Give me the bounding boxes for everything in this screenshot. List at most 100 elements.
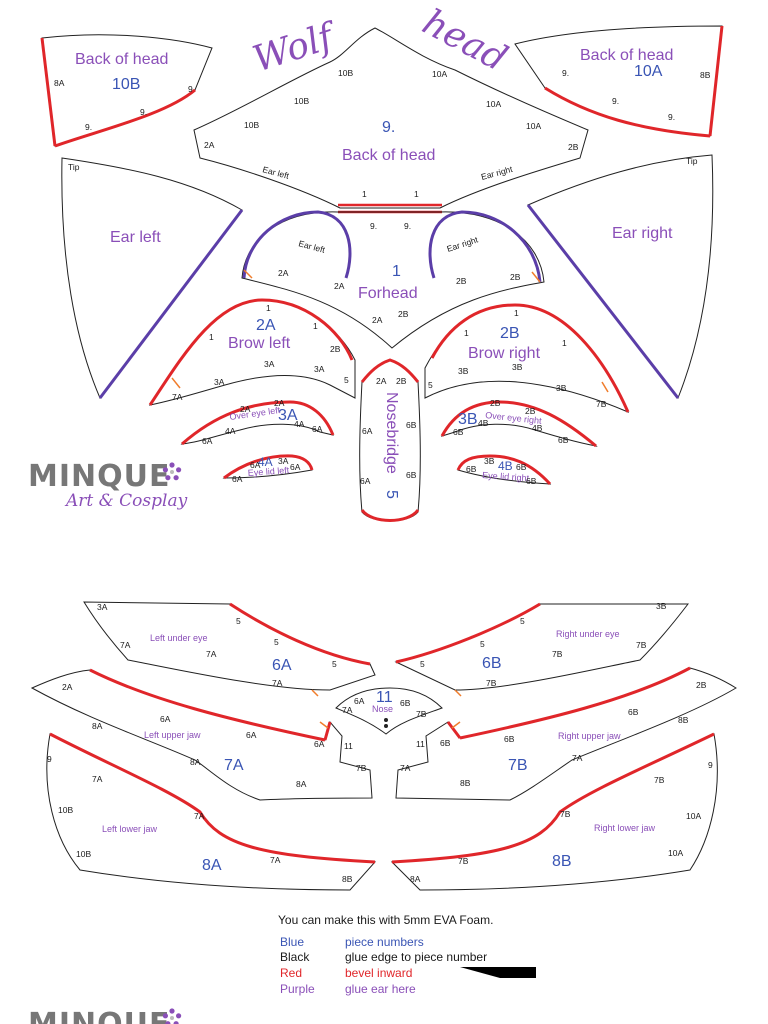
edge-label: 2B: [490, 398, 501, 408]
piece-upper-jaw-left: 2A 8A 6A 6A 6A Left upper jaw 11 7A 8A 8…: [30, 668, 373, 801]
piece-name: Forhead: [358, 285, 418, 302]
edge-label: 6B: [400, 698, 411, 708]
piece-upper-jaw-right: 2B 8B 6B 6B 6B Right upper jaw 11 7A 7B …: [395, 666, 737, 801]
edge-label: 6B: [466, 464, 477, 474]
piece-eyelid-right: 3B 4B 6B 6B Eye lid right 6B: [456, 454, 552, 486]
piece-number: 2A: [256, 317, 276, 334]
edge-label: 5: [420, 659, 425, 669]
edge-label: 1: [514, 308, 519, 318]
edge-label: 1: [362, 189, 367, 199]
edge-label: 3A: [264, 359, 275, 369]
edge-label: Tip: [686, 156, 698, 166]
edge-label: 3B: [556, 383, 567, 393]
edge-label: 3B: [512, 362, 523, 372]
piece-name: Right under eye: [556, 629, 620, 639]
edge-label: 7A: [572, 753, 583, 763]
edge-label: 7B: [596, 399, 607, 409]
piece-over-eye-left: 2A 2A Over eye left 3A 4A 4A 6A 6A: [180, 398, 335, 446]
piece-ear-left: Tip Ear left: [61, 157, 244, 399]
edge-label: 6A: [160, 714, 171, 724]
legend-key-blue: Blue: [280, 935, 304, 949]
piece-number: 7B: [508, 757, 528, 774]
piece-number: 2B: [500, 325, 520, 342]
edge-label: Ear right: [480, 164, 514, 182]
piece-number: 4A: [258, 455, 273, 469]
edge-label: 7B: [654, 775, 665, 785]
edge-label: 1: [266, 303, 271, 313]
logo-tagline: Art & Cosplay: [64, 491, 188, 511]
legend-value-red: bevel inward: [345, 966, 412, 980]
piece-back-of-head-left: Back of head 10B 8A 9 9. 9.: [40, 34, 213, 148]
flower-icon: [162, 462, 182, 481]
edge-label: 4A: [294, 419, 305, 429]
piece-eyelid-left: 4A 3A 6A 6A Eye lid left 6A: [222, 454, 314, 484]
legend-value-purple: glue ear here: [345, 982, 416, 996]
edge-label: 1: [464, 328, 469, 338]
edge-label: 2B: [396, 376, 407, 386]
edge-label: 1: [414, 189, 419, 199]
edge-label: 2B: [456, 276, 467, 286]
piece-name: Back of head: [580, 47, 673, 64]
title-head: head: [416, 2, 514, 80]
edge-label: 10A: [432, 69, 447, 79]
piece-under-eye-left: 3A 5 Left under eye 5 5 7A 7A 6A 7A: [83, 601, 376, 697]
edge-label: 8B: [700, 70, 711, 80]
edge-label: 6A: [314, 739, 325, 749]
edge-label: 2A: [372, 315, 383, 325]
edge-label: 11: [344, 741, 353, 751]
edge-label: 10B: [338, 68, 353, 78]
instructions-text: You can make this with 5mm EVA Foam.: [278, 913, 493, 927]
instructions: You can make this with 5mm EVA Foam.: [278, 913, 493, 927]
edge-label: Ear left: [297, 238, 326, 255]
piece-name: Back of head: [75, 51, 168, 68]
edge-label: 9: [47, 754, 52, 764]
piece-name: Back of head: [342, 147, 435, 164]
legend: Blue piece numbers Black glue edge to pi…: [280, 935, 536, 996]
piece-number: 6A: [272, 657, 292, 674]
edge-label: 9.: [404, 221, 411, 231]
edge-label: 10A: [686, 811, 701, 821]
edge-label: 1: [209, 332, 214, 342]
piece-name: Over eye left: [229, 405, 281, 422]
edge-label: 7B: [486, 678, 497, 688]
legend-key-black: Black: [280, 950, 310, 964]
legend-value-black: glue edge to piece number: [345, 950, 487, 964]
edge-label: 2A: [204, 140, 215, 150]
piece-number: 8B: [552, 853, 572, 870]
piece-number: 5: [383, 490, 400, 499]
piece-number: 9.: [382, 119, 395, 136]
piece-name: Left upper jaw: [144, 730, 201, 740]
edge-label: 5: [520, 616, 525, 626]
edge-label: 10B: [244, 120, 259, 130]
edge-label: 6B: [558, 435, 569, 445]
piece-name: Left lower jaw: [102, 824, 158, 834]
edge-label: 10A: [668, 848, 683, 858]
edge-label: 11: [416, 739, 425, 749]
edge-label: 2A: [274, 398, 285, 408]
piece-name: Right lower jaw: [594, 823, 656, 833]
piece-name: Brow right: [468, 345, 541, 362]
piece-number: 1: [392, 263, 401, 280]
edge-label: 6A: [232, 474, 243, 484]
edge-label: 7A: [172, 392, 183, 402]
edge-label: 6B: [628, 707, 639, 717]
piece-name: Right upper jaw: [558, 731, 621, 741]
edge-label: 5: [236, 616, 241, 626]
edge-label: Ear left: [261, 164, 290, 181]
flower-icon: [162, 1008, 182, 1024]
edge-label: 3A: [214, 377, 225, 387]
edge-label: 5: [274, 637, 279, 647]
edge-label: 9: [708, 760, 713, 770]
edge-label: 3B: [484, 456, 495, 466]
piece-forehead: Ear left Ear right 2A 2A 2B 2B 1 Forhead…: [241, 210, 545, 349]
edge-label: 7A: [206, 649, 217, 659]
edge-label: 5: [480, 639, 485, 649]
edge-label: 7A: [120, 640, 131, 650]
edge-label: 7B: [560, 809, 571, 819]
edge-label: 6A: [360, 476, 371, 486]
edge-label: 5: [332, 659, 337, 669]
edge-label: 8B: [342, 874, 353, 884]
piece-number: 6B: [482, 655, 502, 672]
piece-number: 4B: [498, 459, 513, 473]
edge-label: Tip: [68, 162, 80, 172]
